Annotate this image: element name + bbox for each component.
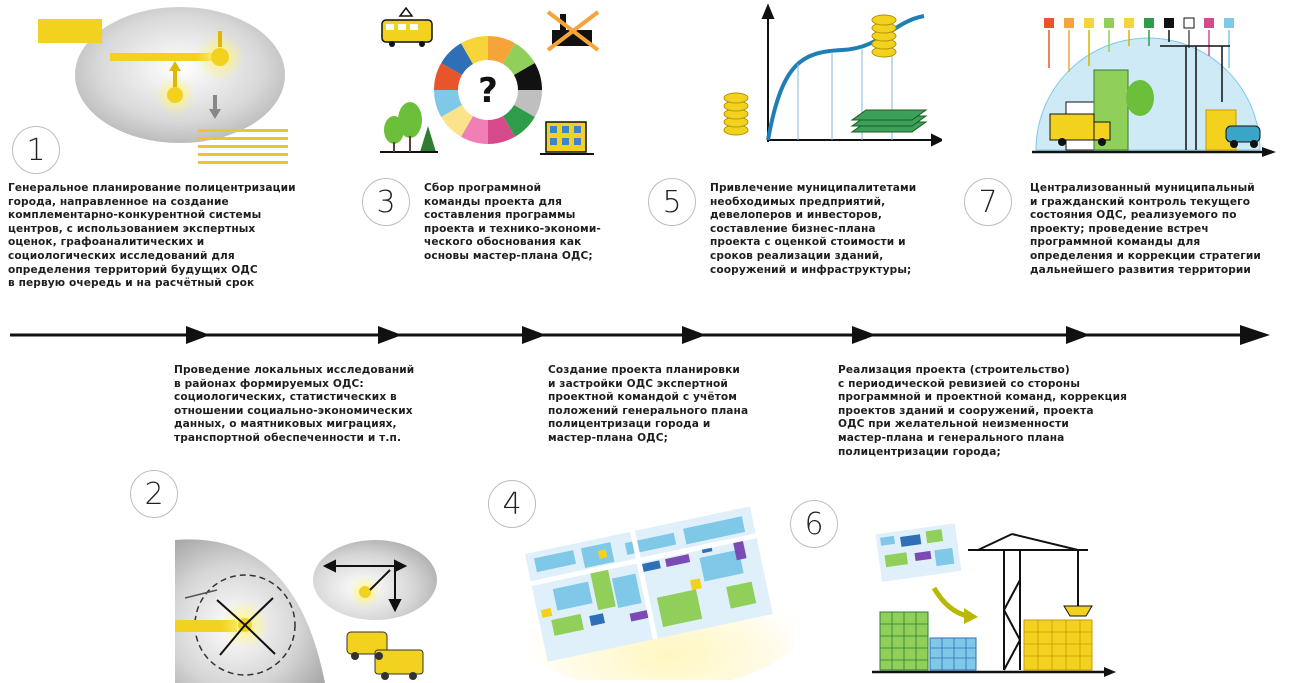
- wheel-question-mark: ?: [478, 71, 498, 111]
- step-number-5: 5: [648, 178, 696, 226]
- control-arrows: [1044, 17, 1234, 72]
- timeline-axis: [10, 325, 1270, 345]
- step-number-1: 1: [12, 126, 60, 174]
- mini-plan: [875, 523, 962, 582]
- step-number-2: 2: [130, 470, 178, 518]
- step-number-3: 3: [362, 178, 410, 226]
- crane-icon: [1160, 45, 1230, 150]
- tram-icon: [381, 6, 433, 47]
- step-text-1: Генеральное планирование полицентризации…: [8, 182, 296, 290]
- illustration-district-plan: [505, 506, 795, 680]
- step-number-7: 7: [964, 178, 1012, 226]
- truck-icon: [1049, 113, 1111, 146]
- crane-icon: [968, 533, 1088, 671]
- illustration-municipal-control: [1032, 17, 1276, 157]
- step-number-6: 6: [790, 500, 838, 548]
- step-text-2: Проведение локальных исследований в райо…: [174, 364, 415, 444]
- step-number-4: 4: [488, 480, 536, 528]
- trees-icon: [380, 102, 438, 153]
- coin-stack-icon: [723, 92, 749, 136]
- crossed-factory-icon: [546, 10, 600, 52]
- illustration-team-wheel: ?: [380, 6, 600, 155]
- timeline-arrowhead: [682, 326, 706, 344]
- timeline-arrowhead: [1240, 325, 1270, 345]
- step-text-3: Сбор программной команды проекта для сос…: [424, 182, 601, 262]
- step-text-5: Привлечение муниципалитетами необходимых…: [710, 182, 917, 276]
- illustration-local-research: [175, 539, 437, 683]
- timeline-arrowhead: [852, 326, 876, 344]
- banknotes-icon: [850, 109, 928, 133]
- step-text-4: Создание проекта планировки и застройки …: [548, 364, 749, 444]
- timeline-arrowhead: [1066, 326, 1090, 344]
- building-icon: [540, 121, 594, 155]
- illustration-master-planning: [38, 7, 288, 164]
- timeline-arrowhead: [522, 326, 546, 344]
- illustration-investment-chart: [723, 3, 942, 147]
- step-text-6: Реализация проекта (строительство) с пер…: [838, 364, 1128, 458]
- illustration-construction: [872, 523, 1116, 677]
- timeline-arrowhead: [378, 326, 402, 344]
- step-text-7: Централизованный муниципальный и граждан…: [1030, 182, 1261, 276]
- wheel-segments: ?: [433, 35, 543, 145]
- coin-stack-icon: [871, 14, 897, 58]
- timeline-arrowhead: [186, 326, 210, 344]
- car-icon: [1225, 125, 1261, 148]
